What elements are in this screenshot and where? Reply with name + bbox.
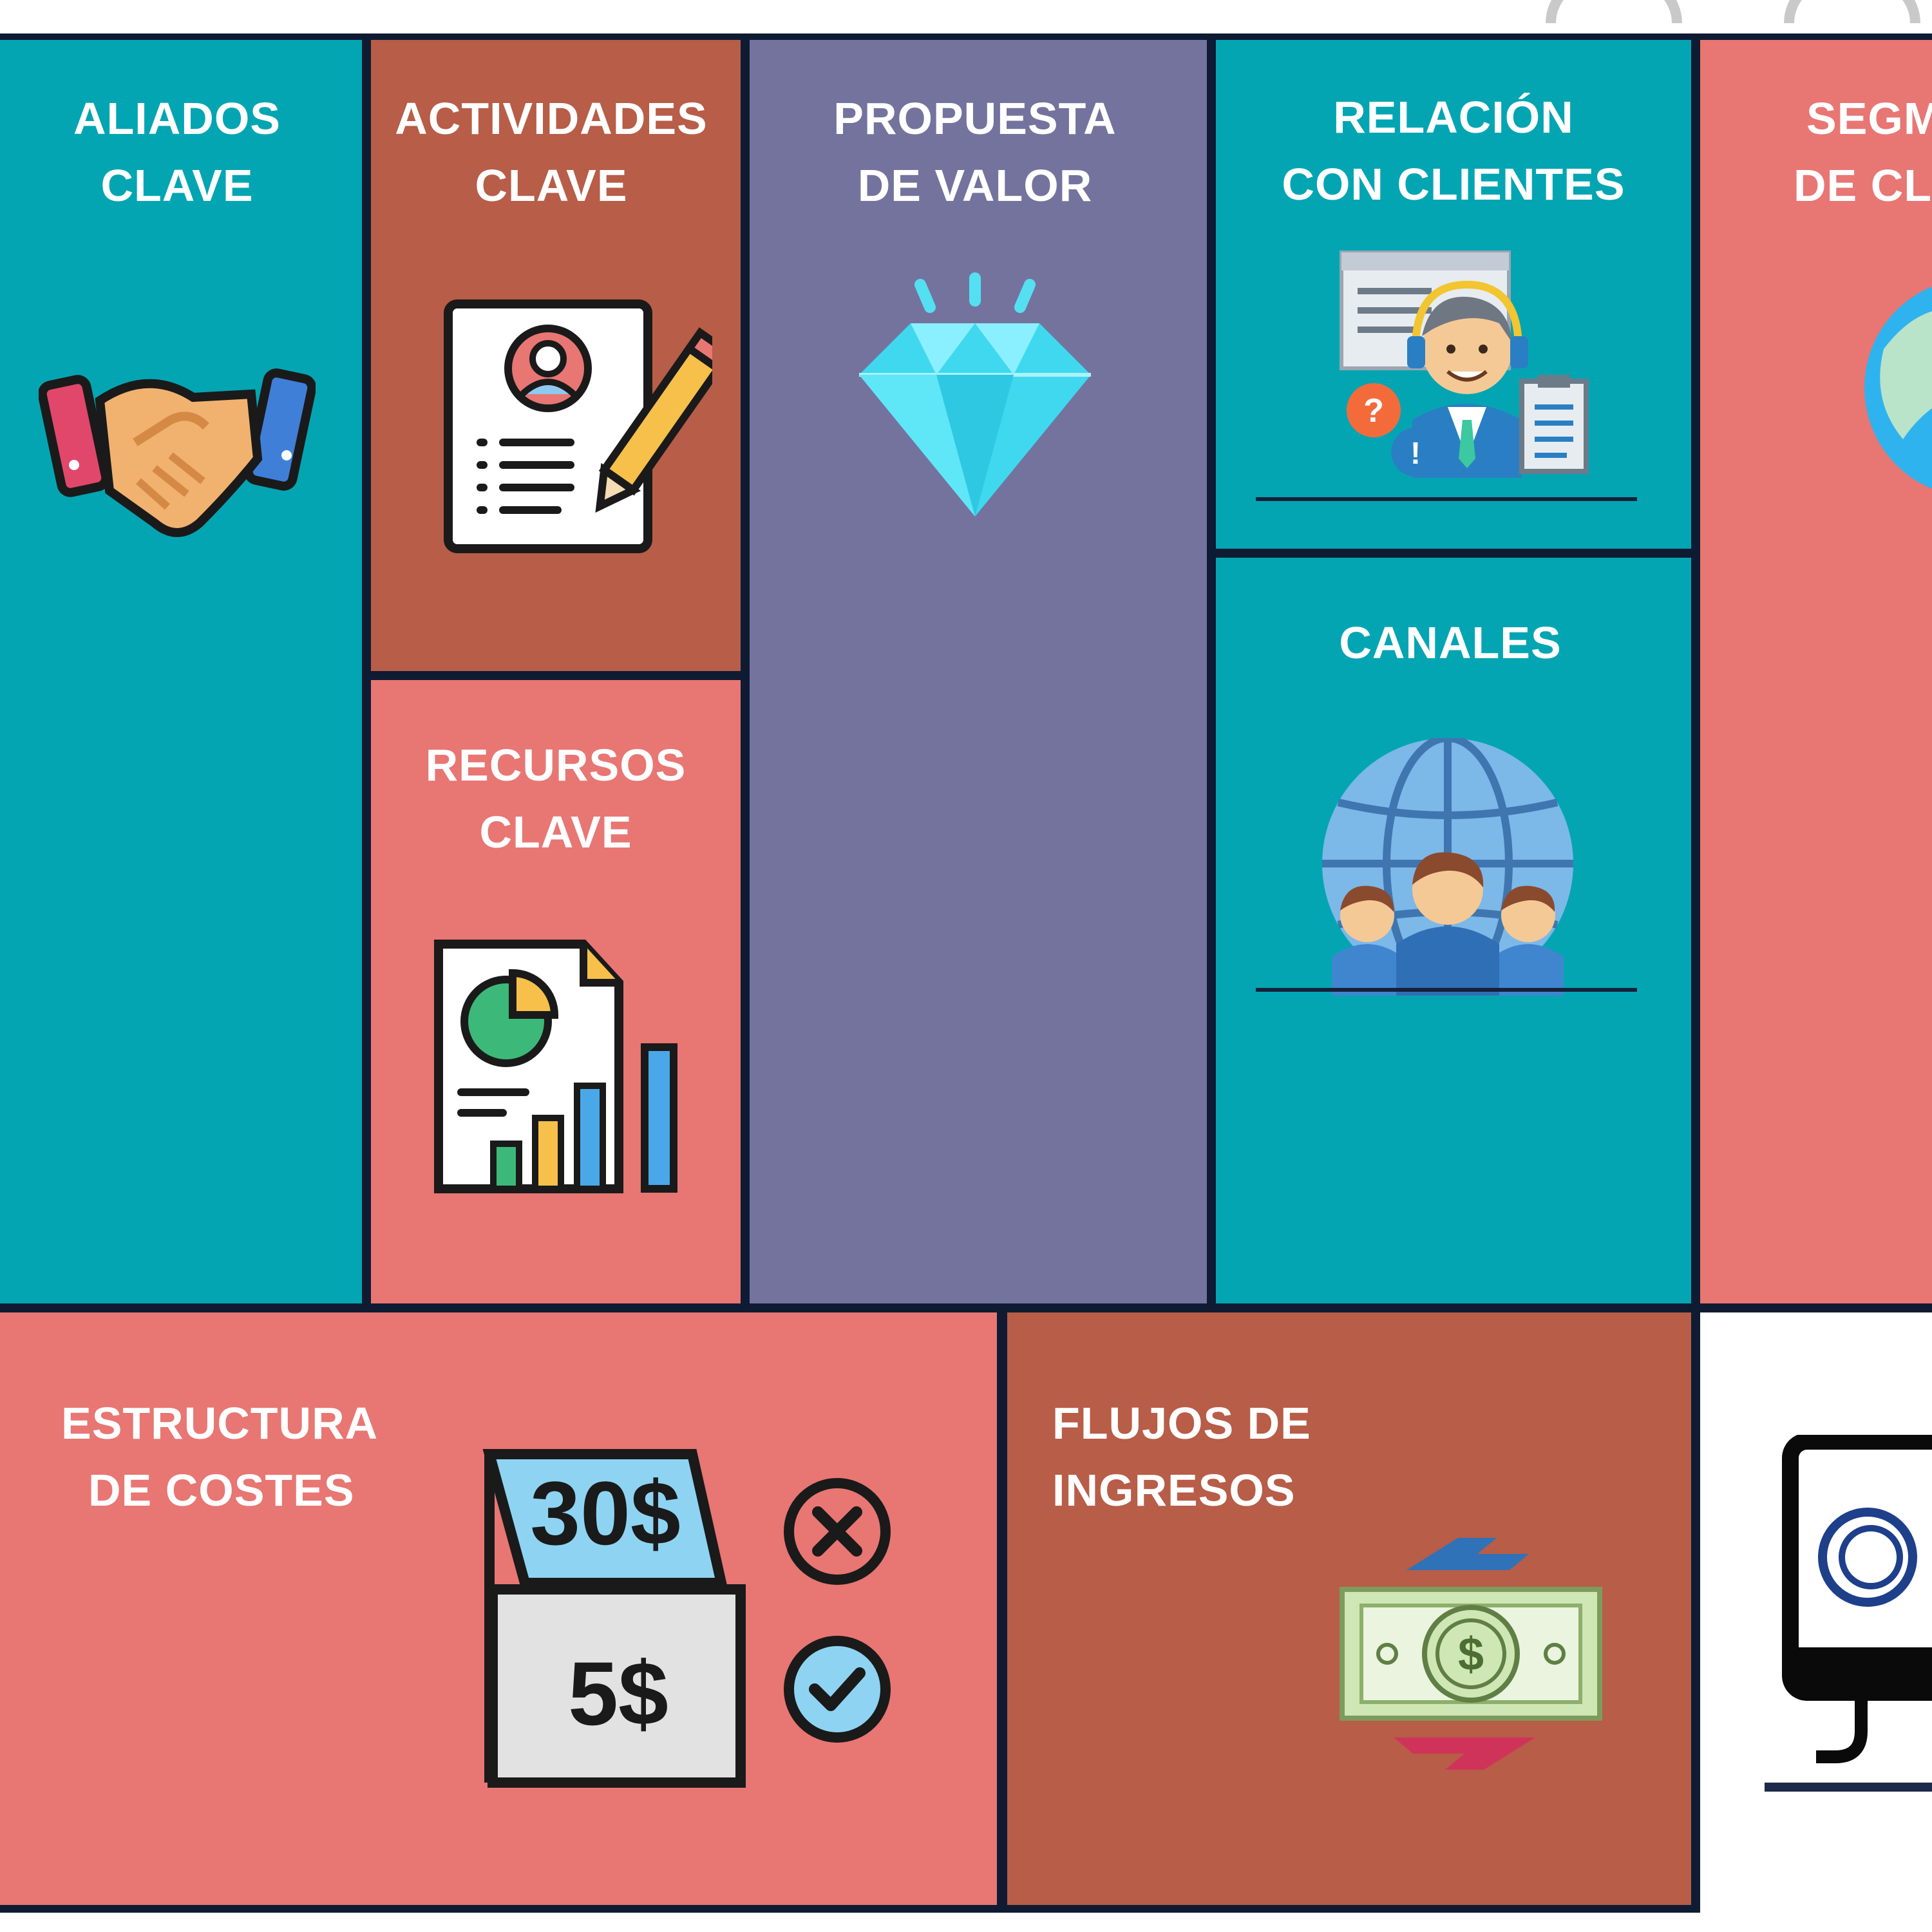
globe-icon xyxy=(1864,286,1932,489)
globe-people-icon xyxy=(1322,738,1573,996)
title-line-2: DE COSTES xyxy=(88,1465,355,1515)
block-title: SEGM DE CL xyxy=(1794,85,1932,219)
customer-support-icon: ? ! xyxy=(1340,251,1589,478)
handshake-icon xyxy=(39,368,316,537)
title-line-1: SEGM xyxy=(1806,93,1932,144)
block-segmentos-de-clientes: SEGM DE CL xyxy=(1700,40,1932,1303)
top-decorative-arc xyxy=(1546,0,1682,23)
title-line-1: CANALES xyxy=(1339,618,1562,668)
title-line-1: ALIADOS xyxy=(73,93,281,144)
block-title: RELACIÓN CON CLIENTES xyxy=(1216,84,1691,218)
title-line-2: CLAVE xyxy=(475,160,628,211)
computer-monitor-icon xyxy=(1765,1435,1932,1792)
diamond-icon xyxy=(859,272,1091,516)
block-title: ESTRUCTURA DE COSTES xyxy=(61,1390,448,1524)
approve-icon xyxy=(784,1636,891,1743)
reject-icon xyxy=(784,1478,891,1585)
title-line-2: INGRESOS xyxy=(1052,1465,1296,1515)
title-line-1: RELACIÓN xyxy=(1333,92,1574,142)
svg-text:?: ? xyxy=(1363,392,1384,430)
report-chart-icon xyxy=(434,940,677,1193)
title-line-2: DE VALOR xyxy=(857,160,1093,211)
title-line-1: FLUJOS DE xyxy=(1052,1398,1311,1448)
block-estructura-de-costes: ESTRUCTURA DE COSTES 30$ 5$ xyxy=(0,1312,997,1905)
title-line-2: CLAVE xyxy=(100,160,254,211)
block-propuesta-de-valor: PROPUESTA DE VALOR xyxy=(750,40,1207,1303)
divider-line xyxy=(1256,988,1637,992)
block-aliados-clave: ALIADOS CLAVE xyxy=(0,40,362,1303)
top-decorative-arc xyxy=(1784,0,1920,23)
block-title: FLUJOS DE INGRESOS xyxy=(1052,1390,1439,1524)
block-title: CANALES xyxy=(1216,609,1685,676)
block-title: PROPUESTA DE VALOR xyxy=(750,85,1200,219)
price-high: 30$ xyxy=(530,1463,681,1564)
block-title: ALIADOS CLAVE xyxy=(0,85,354,219)
price-tags-icon: 30$ 5$ xyxy=(482,1449,891,1788)
price-low: 5$ xyxy=(568,1643,668,1744)
title-line-1: RECURSOS xyxy=(425,740,687,790)
title-line-2: DE CL xyxy=(1794,160,1932,211)
title-line-1: ESTRUCTURA xyxy=(61,1398,379,1448)
block-title: ACTIVIDADES CLAVE xyxy=(371,85,732,219)
title-line-1: PROPUESTA xyxy=(833,93,1117,144)
block-relacion-con-clientes: RELACIÓN CON CLIENTES ? ! xyxy=(1216,40,1691,549)
title-line-1: ACTIVIDADES xyxy=(395,93,708,144)
block-flujos-de-ingresos: FLUJOS DE INGRESOS $ xyxy=(1007,1312,1691,1905)
svg-text:!: ! xyxy=(1410,437,1421,471)
banknote-exchange-icon: $ xyxy=(1340,1538,1602,1770)
title-line-2: CON CLIENTES xyxy=(1282,159,1625,209)
block-title: RECURSOS CLAVE xyxy=(371,732,741,866)
document-pencil-icon xyxy=(444,299,712,553)
block-canales: CANALES xyxy=(1216,558,1691,1303)
corner-panel xyxy=(1700,1312,1932,1913)
block-actividades-clave: ACTIVIDADES CLAVE xyxy=(371,40,741,671)
svg-text:$: $ xyxy=(1458,1629,1484,1680)
block-recursos-clave: RECURSOS CLAVE xyxy=(371,680,741,1303)
divider-line xyxy=(1256,497,1637,501)
title-line-2: CLAVE xyxy=(479,807,632,857)
